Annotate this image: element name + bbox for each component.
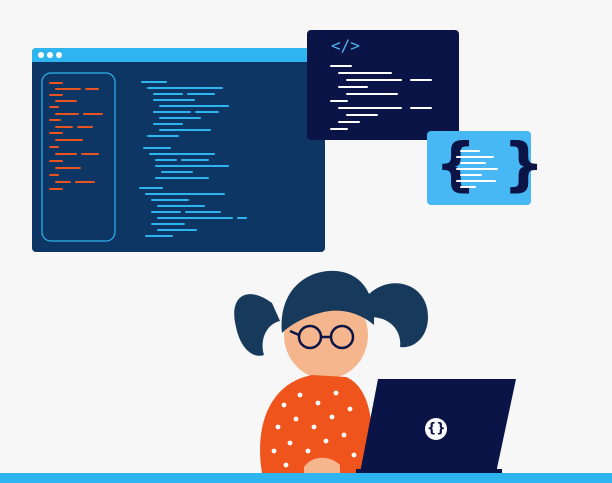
editor-titlebar: [32, 48, 325, 62]
shirt: [260, 375, 373, 473]
window-dot-icon: [38, 52, 44, 58]
glasses-icon: [289, 324, 355, 350]
editor-side-panel: [41, 72, 116, 242]
right-ponytail: [368, 283, 428, 348]
shirt-dots: [271, 390, 357, 468]
brace-window-lines: [456, 150, 498, 188]
left-ponytail: [234, 294, 280, 356]
hair: [281, 270, 375, 333]
side-panel-lines: [49, 82, 103, 190]
girl-figure: [234, 270, 516, 474]
laptop-logo-label: {}: [427, 421, 446, 436]
hand: [304, 457, 340, 473]
editor-code-lines: [41, 72, 247, 242]
window-dot-icon: [47, 52, 53, 58]
close-brace-icon: }: [503, 130, 545, 198]
code-editor-window: [32, 48, 325, 252]
tag-window-lines: [330, 65, 432, 130]
code-tag-window: </>: [307, 30, 459, 140]
code-tag-icon: </>: [331, 36, 360, 55]
code-block-lines: [139, 81, 247, 237]
window-dot-icon: [56, 52, 62, 58]
curly-braces-window: { }: [427, 131, 544, 205]
desk-strip: [0, 473, 612, 483]
laptop-logo-icon: [425, 418, 447, 440]
laptop-base: [356, 469, 502, 474]
